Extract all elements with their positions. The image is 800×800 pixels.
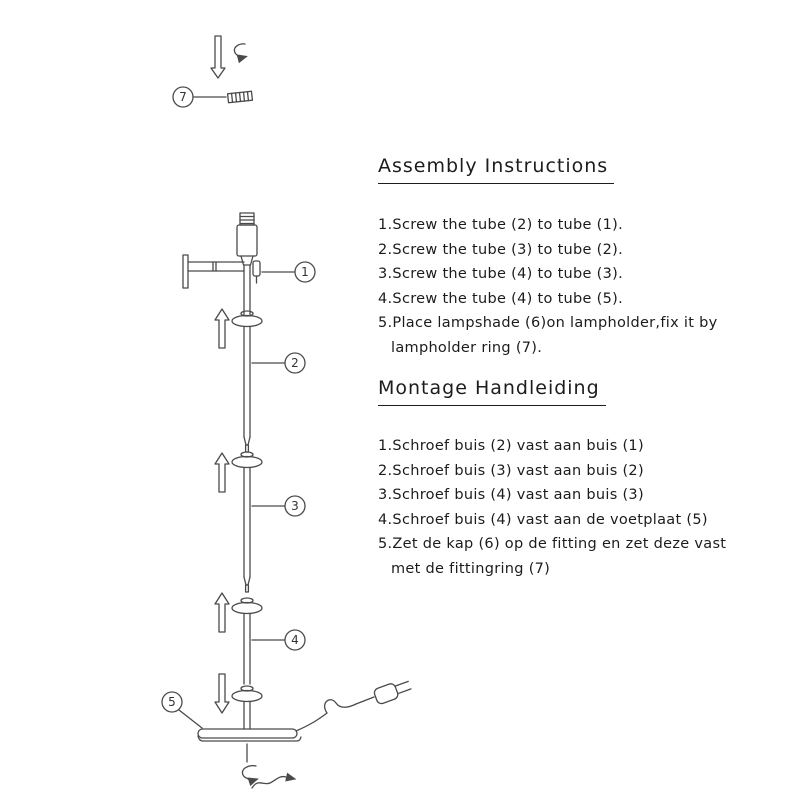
assembly-up-arrow-icon-2 bbox=[214, 452, 230, 493]
part-lampholder-ring bbox=[226, 90, 254, 104]
ring-install-down-arrow-icon bbox=[210, 35, 226, 79]
step-en-5-cont: lampholder ring (7). bbox=[391, 339, 543, 356]
step-en-2: 2.Screw the tube (3) to tube (2). bbox=[378, 241, 624, 258]
power-plug-icon bbox=[373, 680, 412, 705]
step-nl-4: 4.Schroef buis (4) vast aan de voetplaat… bbox=[378, 511, 708, 528]
callout-4: 4 bbox=[291, 633, 299, 647]
cord-squiggle bbox=[251, 772, 297, 789]
step-en-5: 5.Place lampshade (6)on lampholder,fix i… bbox=[378, 315, 718, 331]
part-swing-arm bbox=[182, 254, 261, 289]
step-nl-5: 5.Zet de kap (6) op de fitting en zet de… bbox=[378, 536, 727, 552]
step-en-3: 3.Screw the tube (4) to tube (3). bbox=[378, 266, 624, 282]
callout-3: 3 bbox=[291, 499, 299, 513]
step-nl-5-cont: met de fittingring (7) bbox=[391, 560, 551, 577]
callout-1: 1 bbox=[301, 265, 309, 279]
step-en-4: 4.Screw the tube (4) to tube (5). bbox=[378, 290, 624, 307]
assembly-up-arrow-icon-3 bbox=[214, 592, 230, 633]
part-lampholder bbox=[236, 212, 258, 317]
callout-5: 5 bbox=[168, 695, 176, 709]
assembly-steps-nl: 1.Schroef buis (2) vast aan buis (1) 2.S… bbox=[378, 438, 778, 585]
part-base-plate bbox=[197, 728, 302, 742]
part-tube-4 bbox=[231, 597, 263, 685]
assembly-title-en: Assembly Instructions bbox=[378, 155, 615, 184]
power-cord bbox=[295, 696, 375, 732]
assembly-title-nl: Montage Handleiding bbox=[378, 377, 606, 406]
assembly-up-arrow-icon-1 bbox=[214, 308, 230, 349]
callout-2: 2 bbox=[291, 356, 299, 370]
part-base-coupler bbox=[231, 685, 263, 730]
ring-rotate-arrow-icon bbox=[233, 43, 248, 64]
assembly-steps-en: 1.Screw the tube (2) to tube (1). 2.Scre… bbox=[378, 217, 778, 364]
part-tube-2 bbox=[231, 310, 263, 453]
step-nl-3: 3.Schroef buis (4) vast aan buis (3) bbox=[378, 487, 644, 503]
assembly-down-arrow-icon bbox=[214, 673, 230, 714]
step-en-1: 1.Screw the tube (2) to tube (1). bbox=[378, 217, 624, 233]
callout-circles bbox=[161, 86, 316, 713]
callout-leaders bbox=[178, 271, 296, 729]
step-nl-2: 2.Schroef buis (3) vast aan buis (2) bbox=[378, 462, 644, 479]
step-nl-1: 1.Schroef buis (2) vast aan buis (1) bbox=[378, 438, 644, 454]
part-tube-3 bbox=[231, 451, 263, 593]
callout-7: 7 bbox=[179, 90, 187, 104]
base-rotate-arrow-icon bbox=[241, 743, 259, 787]
